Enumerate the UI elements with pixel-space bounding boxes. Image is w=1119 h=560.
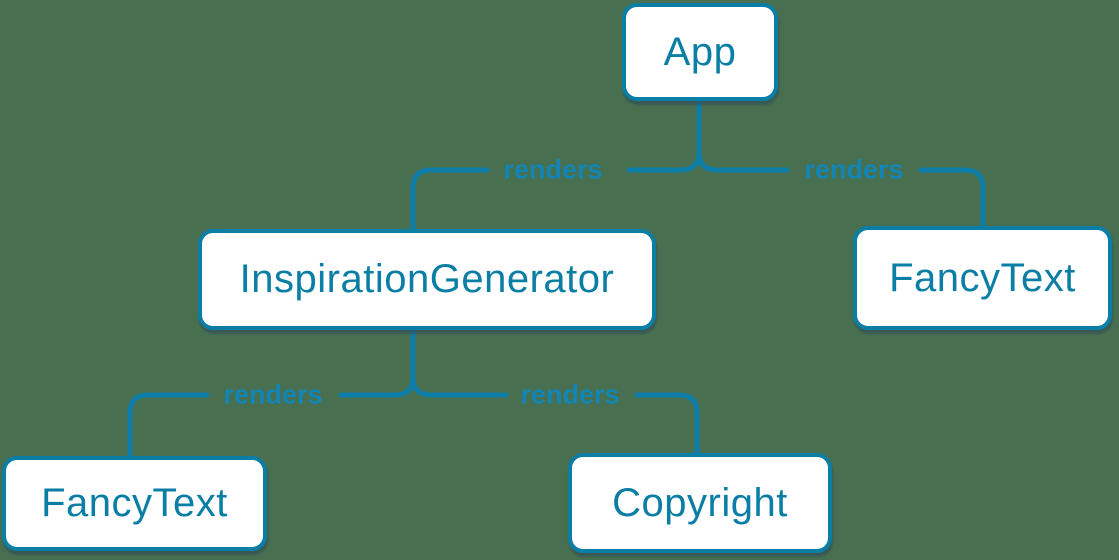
edge-inspirationgenerator-to-fancytext: [338, 327, 416, 398]
edge-app-to-fancytext: [696, 97, 790, 173]
node-copyright-label: Copyright: [612, 480, 788, 525]
edge-label-inspirationgenerator-to-copyright: renders: [520, 379, 620, 410]
node-inspirationgenerator: InspirationGenerator: [198, 229, 656, 330]
edge-inspirationgenerator-to-fancytext-tail: [127, 392, 210, 459]
edge-app-to-inspirationgenerator-tail: [410, 167, 490, 232]
node-fancytext-left-label: FancyText: [41, 481, 228, 525]
edge-label-app-to-fancytext: renders: [804, 154, 904, 185]
node-fancytext-right-label: FancyText: [889, 255, 1076, 300]
edge-app-to-fancytext-tail: [918, 167, 986, 229]
edge-inspirationgenerator-to-copyright: [410, 327, 509, 398]
edge-label-inspirationgenerator-to-fancytext: renders: [223, 379, 323, 410]
node-fancytext-left: FancyText: [2, 456, 267, 551]
node-app-label: App: [663, 29, 737, 74]
node-fancytext-right: FancyText: [853, 226, 1112, 330]
node-inspirationgenerator-label: InspirationGenerator: [239, 257, 615, 301]
edge-label-app-to-inspirationgenerator: renders: [503, 154, 603, 185]
node-copyright: Copyright: [568, 453, 832, 553]
node-app: App: [622, 3, 778, 101]
edge-inspirationgenerator-to-copyright-tail: [634, 392, 700, 456]
edge-app-to-inspirationgenerator: [626, 97, 702, 173]
